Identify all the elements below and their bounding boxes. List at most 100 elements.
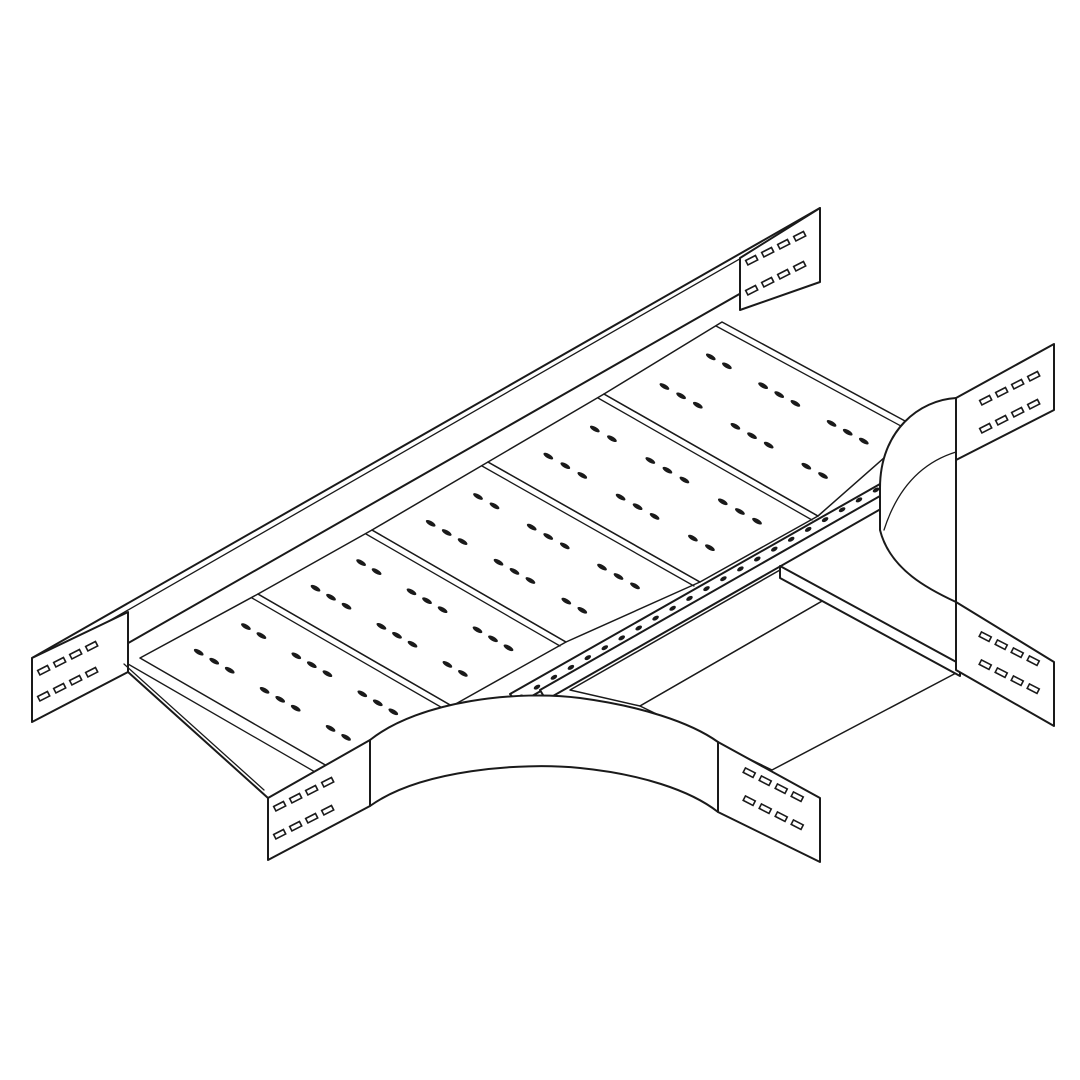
perforation-slot xyxy=(577,472,588,479)
front-left-rail-edge xyxy=(123,663,269,799)
perforation-slot xyxy=(758,382,768,390)
perforation-slot xyxy=(607,435,617,443)
perforation-slot xyxy=(376,622,387,630)
perforation-slot xyxy=(649,513,660,520)
perforation-slot xyxy=(241,623,251,630)
perforation-slot xyxy=(676,392,686,400)
end-plate-front-right xyxy=(717,741,821,863)
perforation-slot xyxy=(275,695,286,703)
splice-strip-hole xyxy=(550,674,558,680)
end-plate-right-bottom xyxy=(955,601,1055,727)
perforation-slot xyxy=(842,428,853,436)
perforation-slot xyxy=(388,708,399,716)
perforation-slot xyxy=(306,661,317,669)
splice-strip-hole xyxy=(533,684,541,690)
perforation-slot xyxy=(224,666,235,674)
perforation-slot xyxy=(717,498,728,506)
perforation-slot xyxy=(589,425,600,433)
perforation-slot xyxy=(645,457,656,464)
perforation-slot xyxy=(688,534,698,542)
perforation-slot xyxy=(826,420,837,427)
splice-strip-hole xyxy=(601,645,609,651)
perforation-slot xyxy=(310,584,321,592)
perforation-slot xyxy=(322,670,333,678)
perforation-slot xyxy=(472,626,483,634)
perforation-slot xyxy=(325,725,336,732)
perforation-slot xyxy=(543,452,554,460)
perforation-slot xyxy=(357,690,368,698)
perforation-slot xyxy=(372,699,383,707)
splice-strip-hole xyxy=(652,615,659,621)
perforation-slot xyxy=(630,582,640,590)
perforation-slot xyxy=(256,632,267,639)
perforation-slot xyxy=(818,472,828,479)
perforation-slot xyxy=(509,568,520,575)
main-run-rungs xyxy=(127,321,919,777)
perforation-slot xyxy=(437,606,448,614)
perforation-slot xyxy=(290,704,301,712)
perforation-slot xyxy=(441,529,452,536)
perforation-slot xyxy=(425,519,436,527)
perforation-slot xyxy=(632,503,643,511)
perforation-slot xyxy=(489,502,500,510)
perforation-slot xyxy=(763,441,774,449)
splice-strip-hole xyxy=(855,497,863,503)
splice-strip-hole xyxy=(872,487,880,493)
splice-strip-hole xyxy=(584,655,592,661)
perforation-slot xyxy=(458,670,468,677)
perforation-slot xyxy=(705,544,715,552)
perforation-slot xyxy=(774,391,785,398)
perforation-slot xyxy=(493,558,504,566)
perforation-slot xyxy=(341,602,352,610)
perforation-slot xyxy=(442,661,453,668)
splice-strip-hole xyxy=(771,546,778,552)
perforation-slot xyxy=(193,648,204,656)
perforation-slot xyxy=(326,593,336,601)
perforation-slot xyxy=(525,577,536,584)
perforation-slot xyxy=(790,400,801,407)
splice-strip-hole xyxy=(787,536,795,542)
splice-strip-hole xyxy=(669,605,676,611)
perforation-slot xyxy=(730,422,741,430)
perforation-slot xyxy=(722,362,732,370)
perforation-slot xyxy=(577,606,588,614)
perforation-slot xyxy=(560,462,571,470)
perforation-slot xyxy=(543,533,554,540)
end-plate-back-left xyxy=(31,611,129,723)
perforation-slot xyxy=(752,517,762,525)
perforation-slot xyxy=(692,401,703,409)
splice-strip-hole xyxy=(635,625,642,631)
splice-strip-hole xyxy=(618,635,625,641)
end-plate-back-right xyxy=(739,207,821,311)
perforation-slot xyxy=(747,432,757,440)
splice-strip-hole xyxy=(686,595,693,601)
perforation-slot xyxy=(858,437,869,445)
perforation-slot xyxy=(488,635,498,643)
perforation-slot xyxy=(597,563,607,571)
perforation-slot xyxy=(356,559,366,566)
perforation-slot xyxy=(291,652,302,660)
perforation-slot xyxy=(561,597,572,605)
splice-strip-hole xyxy=(754,556,761,562)
splice-strip-hole xyxy=(703,586,710,592)
splice-strip-hole xyxy=(838,507,846,513)
perforation-slot xyxy=(559,542,570,550)
perforation-slot xyxy=(457,538,468,545)
splice-strip-hole xyxy=(567,664,575,670)
end-plate-front-left xyxy=(267,739,371,861)
perforation-slot xyxy=(209,657,220,665)
perforation-slot xyxy=(659,383,670,390)
perforation-slot xyxy=(371,568,382,575)
perforation-slot xyxy=(341,734,351,741)
perforation-slot xyxy=(801,462,812,470)
perforation-slot xyxy=(615,493,626,501)
perforation-slot xyxy=(259,686,270,694)
perforation-slot xyxy=(406,588,417,596)
splice-strip-hole xyxy=(804,526,812,532)
perforation-slot xyxy=(407,640,418,648)
perforation-slot xyxy=(735,508,745,515)
perforation-slot xyxy=(613,573,624,580)
splice-strip-hole xyxy=(720,576,727,582)
perforation-slot xyxy=(662,466,673,474)
